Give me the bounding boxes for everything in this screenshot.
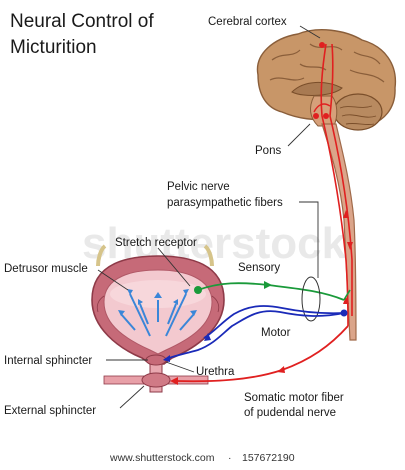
motor-fiber-a bbox=[203, 305, 345, 339]
label-detrusor-muscle: Detrusor muscle bbox=[4, 263, 88, 275]
motor-fiber-b bbox=[163, 310, 345, 361]
pons-neuron-dot-1 bbox=[313, 113, 319, 119]
motor-arrowhead-a bbox=[204, 333, 211, 341]
label-sensory: Sensory bbox=[238, 262, 280, 274]
label-internal-sphincter: Internal sphincter bbox=[4, 355, 92, 367]
label-pelvic-nerve-1: Pelvic nerve bbox=[167, 181, 230, 193]
label-somatic-1: Somatic motor fiber bbox=[244, 392, 344, 404]
footer-image-id: 157672190 bbox=[242, 452, 295, 464]
somatic-arrowhead-end bbox=[170, 377, 178, 385]
label-cerebral-cortex: Cerebral cortex bbox=[208, 16, 287, 28]
title-line-1: Neural Control of bbox=[10, 11, 154, 32]
leader-lines bbox=[97, 25, 321, 409]
label-stretch-receptor: Stretch receptor bbox=[115, 237, 197, 249]
pelvic-nerve-ring bbox=[301, 276, 321, 322]
footer-site: www.shutterstock.com bbox=[109, 452, 215, 464]
footer-bar bbox=[0, 445, 405, 470]
urethra-sphincters bbox=[103, 354, 209, 393]
label-external-sphincter: External sphincter bbox=[4, 405, 96, 417]
label-pelvic-nerve-2: parasympathetic fibers bbox=[167, 197, 283, 209]
sensory-arrowhead bbox=[264, 281, 272, 289]
title-line-2: Micturition bbox=[10, 37, 97, 58]
label-pons: Pons bbox=[255, 145, 281, 157]
label-urethra: Urethra bbox=[196, 366, 235, 378]
ascending-fiber bbox=[329, 43, 353, 316]
pelvic-nerve-leader bbox=[299, 201, 319, 278]
footer-separator: · bbox=[228, 452, 232, 464]
cortex-neuron-dot bbox=[319, 42, 325, 48]
pons-neuron-dot-2 bbox=[323, 113, 329, 119]
label-motor: Motor bbox=[261, 327, 291, 339]
label-somatic-2: of pudendal nerve bbox=[244, 407, 336, 419]
somatic-arrowhead-mid bbox=[277, 366, 285, 373]
motor-arrowhead-b bbox=[163, 355, 170, 362]
pressure-arrows bbox=[120, 293, 195, 337]
pressure-arrowheads bbox=[118, 289, 197, 316]
